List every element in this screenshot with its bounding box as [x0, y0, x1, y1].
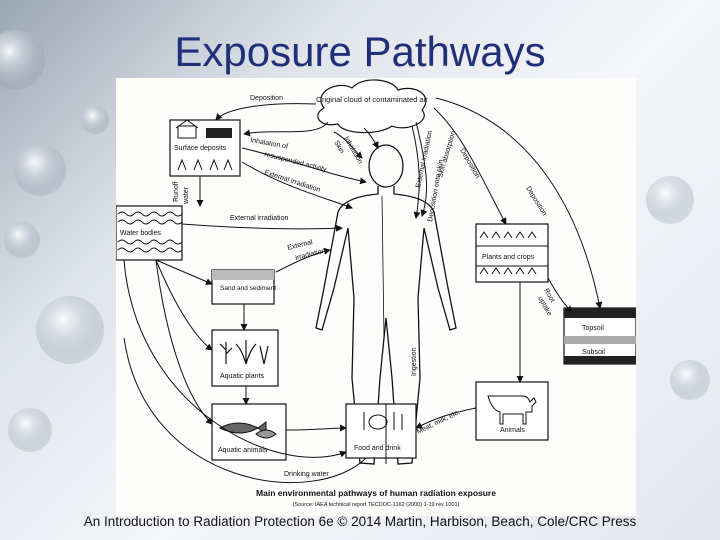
water-bodies-node: Water bodies	[116, 205, 183, 261]
cloud-node: Original cloud of contaminated air	[316, 79, 428, 134]
deposition-right-1-label: Deposition	[458, 148, 481, 180]
aquatic-animals-label: Aquatic animals	[218, 447, 268, 454]
plants-crops-label: Plants and crops	[482, 254, 535, 261]
external-irradiation-2-label: External irradiation	[230, 215, 288, 222]
deposition-onto-label: Deposition onto skin	[427, 159, 445, 222]
surface-deposits-node: Surface deposits	[169, 119, 241, 177]
subsoil-label: Subsoil	[582, 349, 605, 356]
sand-sediment-label: Sand and sediment	[220, 285, 276, 292]
deposition-right-2-label: Deposition	[524, 185, 548, 217]
drinking-water-label: Drinking water	[284, 471, 329, 478]
ingestion-label: Ingestion	[411, 347, 418, 376]
aquatic-plants-node: Aquatic plants	[211, 329, 279, 387]
sand-sediment-node: Sand and sediment	[211, 269, 276, 305]
water-bodies-label: Water bodies	[120, 230, 161, 237]
water-label: water	[183, 186, 190, 205]
surface-deposits-label: Surface deposits	[174, 145, 227, 152]
irradiation-3-label: irradiation	[295, 248, 327, 262]
figure-caption-title: Main environmental pathways of human rad…	[256, 488, 496, 498]
cloud-label: Original cloud of contaminated air	[316, 95, 428, 104]
plants-crops-node: Plants and crops	[475, 223, 549, 283]
pathways-figure: Original cloud of contaminated air Surfa…	[116, 78, 636, 516]
deposition-top-label: Deposition	[250, 95, 283, 102]
skin-label: Skin	[332, 140, 345, 155]
aquatic-plants-label: Aquatic plants	[220, 373, 264, 380]
animals-label: Animals	[500, 427, 525, 434]
food-drink-node: Food and drink	[345, 403, 417, 459]
resuspended-label: resuspended activity	[264, 151, 328, 173]
topsoil-label: Topsoil	[582, 325, 604, 332]
slide-caption: An Introduction to Radiation Protection …	[83, 514, 637, 529]
slide-title-text: Exposure Pathways	[174, 28, 546, 75]
figure-caption-source: (Source: IAEA technical report TECDOC-11…	[293, 502, 460, 508]
runoff-label: Runoff	[173, 181, 180, 202]
external-3-label: External	[287, 239, 314, 252]
pathways-diagram: Original cloud of contaminated air Surfa…	[116, 79, 636, 508]
external-irradiation-1-label: External irradiation	[263, 169, 321, 194]
food-drink-label: Food and drink	[354, 445, 401, 452]
animals-node: Animals	[475, 381, 549, 441]
soil-node: Topsoil Subsoil	[563, 307, 636, 365]
pathway-arrows	[123, 97, 603, 483]
meat-milk-label: Meat, milk, etc.	[416, 409, 461, 436]
slide-title: Exposure Pathways	[0, 28, 720, 76]
inhalation-of-label: Inhalation of	[250, 137, 289, 151]
